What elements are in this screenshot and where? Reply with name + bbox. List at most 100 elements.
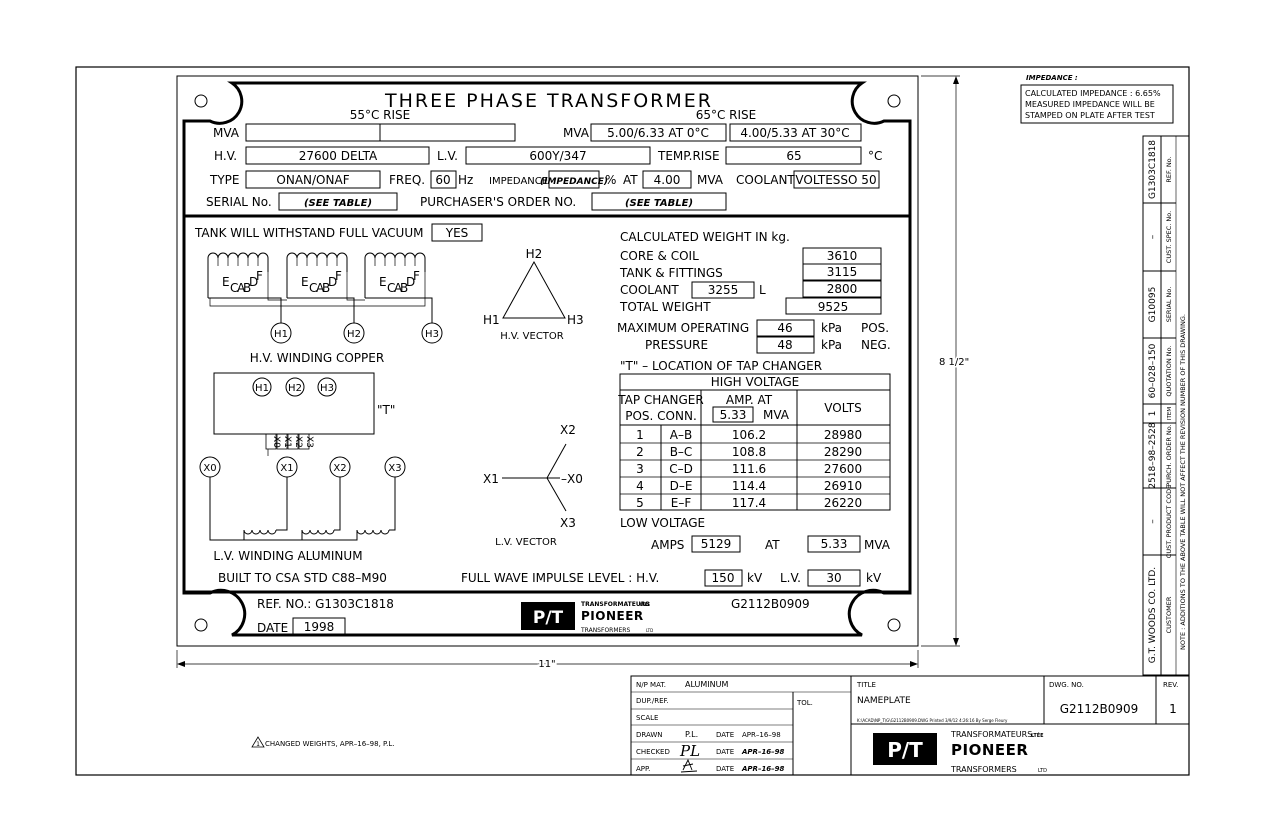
tap-amp-cell: 108.8 — [732, 445, 766, 459]
temprise-label: TEMP.RISE — [657, 149, 720, 163]
impulse-hv-value: 150 — [712, 571, 735, 585]
tank-value: 3115 — [827, 265, 858, 279]
nameplate-border — [176, 75, 919, 647]
t-marker-label: "T" — [377, 403, 395, 417]
serial-label: SERIAL No. — [206, 195, 272, 209]
mounting-hole-icon — [194, 94, 208, 108]
temprise-unit: °C — [868, 149, 882, 163]
at-label: AT — [623, 173, 638, 187]
order-value: (SEE TABLE) — [625, 198, 693, 209]
impedance-label: IMPEDANCE — [489, 176, 548, 187]
hv-coil — [364, 252, 426, 259]
logo-name: PIONEER — [581, 609, 644, 623]
pressure-neg-value: 48 — [777, 338, 792, 352]
tap-pos-cell: 4 — [636, 479, 644, 493]
pt-logo-mark — [873, 733, 937, 765]
tap-location-label: "T" – LOCATION OF TAP CHANGER — [620, 359, 822, 373]
tap-letter: A — [316, 281, 325, 295]
scale-label: SCALE — [636, 714, 658, 722]
hv-winding-label: H.V. WINDING COPPER — [250, 351, 384, 365]
tap-volts-cell: 27600 — [824, 462, 862, 476]
tap-changer-header: TAP CHANGER — [617, 393, 703, 407]
app-date: APR–16–98 — [741, 765, 785, 773]
rev-label: REV. — [1163, 681, 1178, 689]
dup-ref-label: DUP./REF. — [636, 697, 669, 705]
app-signature — [680, 758, 698, 773]
kv-lv-unit: kV — [866, 571, 882, 585]
tap-pos-cell: 3 — [636, 462, 644, 476]
tap-letter: A — [394, 281, 403, 295]
impedance-mva-value: 4.00 — [654, 173, 681, 187]
tap-letter: F — [256, 269, 263, 283]
lv-vector-x3: X3 — [560, 516, 576, 530]
tb-logo-fr: TRANSFORMATEURS — [950, 730, 1032, 739]
lv-mva-value: 5.33 — [821, 537, 848, 551]
side-table-label: QUOTATION No. — [1165, 345, 1173, 396]
app-label: APP. — [636, 765, 650, 773]
drawn-date: APR–16–98 — [742, 731, 781, 739]
tap-letter: E — [301, 275, 309, 289]
coolant-value: VOLTESSO 50 — [795, 173, 876, 187]
drawn-date-label: DATE — [716, 731, 734, 739]
tap-letter: B — [400, 281, 408, 295]
side-table-value: G.T. WOODS CO. LTD. — [1148, 567, 1158, 663]
tap-conn-cell: D–E — [670, 479, 693, 493]
tap-volts-cell: 28980 — [824, 428, 862, 442]
vacuum-value: YES — [445, 226, 469, 240]
lv-value: 600Y/347 — [529, 149, 586, 163]
volts-header: VOLTS — [824, 401, 861, 415]
mva-30c-value: 4.00/5.33 AT 30°C — [740, 126, 849, 140]
tap-volts-cell: 26220 — [824, 496, 862, 510]
checked-date-label: DATE — [716, 748, 734, 756]
neg-label: NEG. — [861, 338, 891, 352]
logo-ltee: LTÉE — [640, 602, 650, 607]
mva-label-right: MVA — [563, 126, 590, 140]
box-hv-terminal-icon — [285, 377, 305, 397]
nameplate: THREE PHASE TRANSFORMER 55°C RISE 65°C R… — [176, 75, 919, 647]
tap-letter: D — [406, 275, 415, 289]
box-hv-terminal-label: H2 — [288, 383, 302, 394]
checked-by-signature: PL — [679, 742, 700, 760]
logo-en: TRANSFORMERS — [580, 627, 630, 634]
box-lv-bushing-label: X3 — [304, 436, 314, 448]
np-mat-value: ALUMINUM — [685, 680, 728, 689]
amp-mva-unit: MVA — [763, 408, 790, 422]
lv-mva-unit: MVA — [864, 538, 891, 552]
drawn-by: P.L. — [685, 730, 698, 739]
side-table-value: G10095 — [1148, 287, 1158, 323]
tap-letter: D — [249, 275, 258, 289]
tap-letter: C — [387, 281, 395, 295]
type-label: TYPE — [209, 173, 239, 187]
side-table-value: G1303C1818 — [1148, 140, 1158, 199]
side-table-label: CUSTOMER — [1165, 596, 1173, 633]
tap-amp-cell: 114.4 — [732, 479, 766, 493]
mounting-hole-icon — [887, 94, 901, 108]
impedance-unit: % — [605, 173, 616, 187]
date-value: 1998 — [304, 620, 335, 634]
coolant-liters-value: 3255 — [708, 283, 739, 297]
logo-fr: TRANSFORMATEURS — [581, 601, 650, 608]
tap-conn-cell: C–D — [669, 462, 693, 476]
tap-letter: B — [243, 281, 251, 295]
app-date-label: DATE — [716, 765, 734, 773]
core-label: CORE & COIL — [620, 249, 699, 263]
lv-vector-label: L.V. VECTOR — [495, 537, 557, 548]
side-table-value: 60–028–150 — [1148, 343, 1158, 398]
file-path: K:\ACAD\NP_T\G\G2112B0909.DWG Printed 3/… — [857, 718, 1008, 723]
hv-coil — [207, 252, 269, 259]
dwg-no-label: DWG. NO. — [1049, 681, 1084, 689]
tol-label: TOL. — [796, 699, 813, 707]
hv-vector-h3: H3 — [567, 313, 584, 327]
coolant-weight-label: COOLANT — [620, 283, 679, 297]
hv-label: H.V. — [214, 149, 237, 163]
dimension-lines: 8 1/2" 11" — [176, 75, 971, 672]
box-hv-terminal-label: H1 — [255, 383, 269, 394]
revision-note: 1 CHANGED WEIGHTS, APR–16–98, P.L. — [251, 736, 395, 748]
tap-letter: E — [222, 275, 230, 289]
lv-title: LOW VOLTAGE — [620, 516, 705, 530]
revision-triangle-icon — [251, 736, 265, 748]
side-table-label: SERIAL No. — [1165, 287, 1173, 323]
tb-logo-ltd: LTD — [1038, 768, 1047, 774]
